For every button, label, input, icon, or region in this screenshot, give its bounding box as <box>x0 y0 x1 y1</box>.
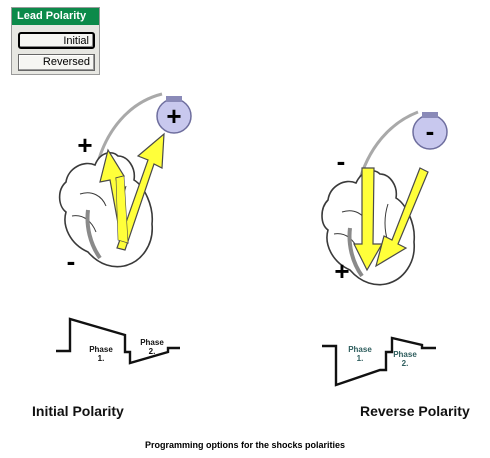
device-header <box>422 112 438 118</box>
initial-button[interactable]: Initial <box>18 32 95 49</box>
shock-arrow-up-right <box>116 132 165 251</box>
device-header <box>166 96 182 102</box>
initial-polarity-caption: Initial Polarity <box>32 403 124 419</box>
upper-sign: - <box>337 146 346 176</box>
reversed-button[interactable]: Reversed <box>18 54 95 71</box>
device-sign: - <box>426 116 435 146</box>
shock-arrow-down-right <box>375 167 429 268</box>
initial-phase2-number: 2. <box>149 347 156 356</box>
lead-polarity-title: Lead Polarity <box>12 8 99 25</box>
reverse-phase2-label: Phase <box>393 350 417 359</box>
reverse-phase1-number: 1. <box>357 354 364 363</box>
reverse-phase1-label: Phase <box>348 345 372 354</box>
initial-waveform-line <box>56 317 180 365</box>
lead-coil <box>347 227 364 278</box>
lead-coil <box>85 209 102 260</box>
reverse-polarity-illustration: - - + <box>321 110 448 286</box>
lower-sign: + <box>334 256 349 286</box>
shock-arrow-down <box>115 175 129 244</box>
figure-footer: Programming options for the shocks polar… <box>144 440 346 450</box>
device-sign: + <box>166 101 181 131</box>
initial-waveform: Phase 1. Phase 2. <box>56 317 180 365</box>
lower-sign: - <box>67 246 76 276</box>
initial-phase2-label: Phase <box>140 338 164 347</box>
reverse-waveform-line <box>322 336 436 387</box>
reverse-phase2-number: 2. <box>402 359 409 368</box>
shock-arrow-down-left <box>353 167 384 272</box>
upper-sign: + <box>77 130 92 160</box>
initial-polarity-illustration: + + - <box>58 92 192 276</box>
reverse-polarity-caption: Reverse Polarity <box>360 403 470 419</box>
initial-phase1-label: Phase <box>89 345 113 354</box>
lead-polarity-panel: Lead Polarity Initial Reversed <box>11 7 100 75</box>
initial-phase1-number: 1. <box>98 354 105 363</box>
reverse-waveform: Phase 1. Phase 2. <box>322 336 436 387</box>
